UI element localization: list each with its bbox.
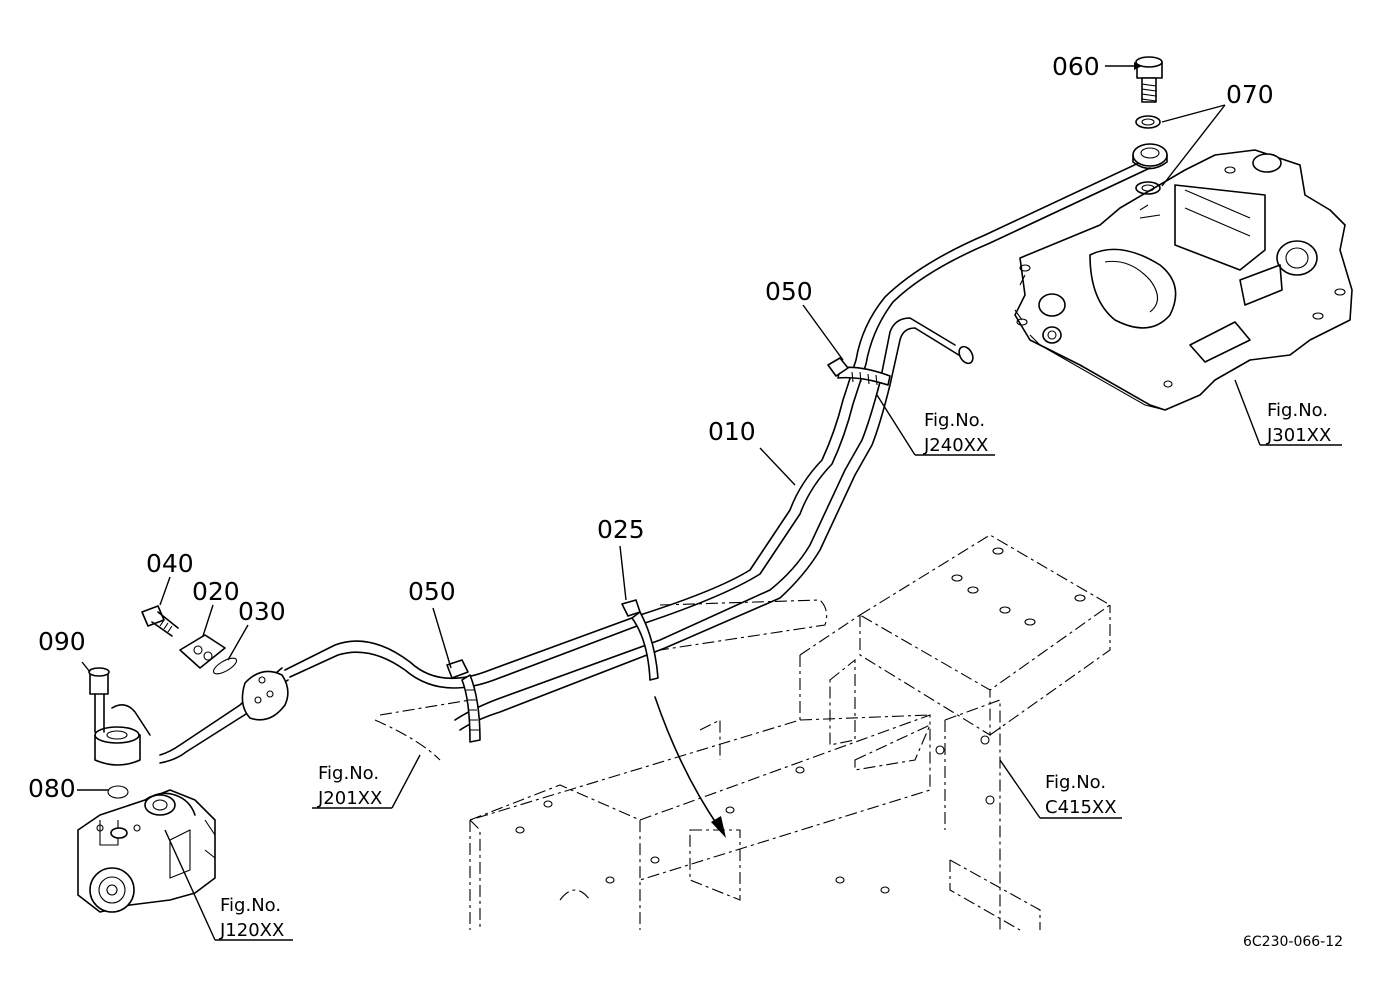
label-part-025: 025 bbox=[597, 515, 645, 544]
fig-ref-j240-code: J240XX bbox=[923, 435, 988, 456]
fig-ref-j240-label: Fig.No. bbox=[924, 410, 985, 431]
label-part-030: 030 bbox=[238, 597, 286, 626]
fig-ref-j201-code: J201XX bbox=[317, 788, 382, 809]
label-part-080: 080 bbox=[28, 774, 76, 803]
o-ring-030 bbox=[212, 657, 238, 675]
o-ring-080 bbox=[107, 785, 129, 799]
fig-ref-c415-label: Fig.No. bbox=[1045, 772, 1106, 793]
bolt-090 bbox=[88, 667, 110, 733]
leader-lines bbox=[77, 62, 1342, 941]
location-arrow bbox=[654, 696, 726, 838]
label-part-050-lower: 050 bbox=[408, 577, 456, 606]
label-part-060: 060 bbox=[1052, 52, 1100, 81]
fig-ref-c415-code: C415XX bbox=[1045, 797, 1117, 818]
fig-ref-j120-code: J120XX bbox=[219, 920, 284, 941]
label-part-010: 010 bbox=[708, 417, 756, 446]
frame-ghost-outline bbox=[374, 534, 1112, 931]
valve-housing-j301 bbox=[1014, 149, 1353, 411]
label-part-020: 020 bbox=[192, 577, 240, 606]
hydraulic-pump-j120 bbox=[77, 789, 216, 913]
part-number-labels: 060 070 050 010 025 050 040 020 030 090 … bbox=[28, 52, 1274, 803]
label-part-070: 070 bbox=[1226, 80, 1274, 109]
figure-reference-labels: Fig.No. J240XX Fig.No. J301XX Fig.No. J2… bbox=[219, 400, 1331, 941]
bolt-040 bbox=[141, 605, 179, 637]
frame-bolt-holes bbox=[515, 547, 1086, 894]
flange-020 bbox=[179, 634, 226, 669]
drawing-code: 6C230-066-12 bbox=[1243, 934, 1343, 950]
banjo-fitting-top bbox=[1132, 143, 1168, 170]
banjo-bolt-060 bbox=[1135, 56, 1163, 103]
fig-ref-j301-label: Fig.No. bbox=[1267, 400, 1328, 421]
connector-block-030 bbox=[241, 670, 289, 721]
clamp-050-lower bbox=[446, 659, 481, 743]
fig-ref-j120-label: Fig.No. bbox=[220, 895, 281, 916]
label-part-090: 090 bbox=[38, 627, 86, 656]
clamp-025 bbox=[621, 599, 659, 681]
clamp-050-upper bbox=[827, 357, 891, 386]
label-part-050-upper: 050 bbox=[765, 277, 813, 306]
fig-ref-j301-code: J301XX bbox=[1266, 425, 1331, 446]
label-part-040: 040 bbox=[146, 549, 194, 578]
fig-ref-j201-label: Fig.No. bbox=[318, 763, 379, 784]
return-hose bbox=[454, 317, 974, 731]
banjo-bottom bbox=[94, 704, 151, 766]
